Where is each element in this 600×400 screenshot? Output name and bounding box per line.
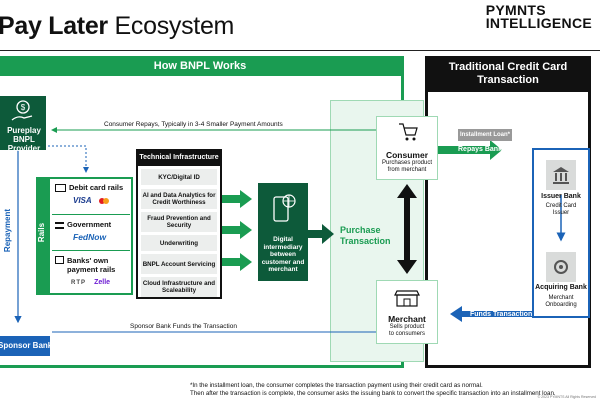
provider-rails-dotted	[33, 140, 89, 173]
funds-transaction-arrow	[450, 306, 532, 322]
acquiring-bank-sub2: Onboarding	[545, 302, 577, 308]
merchant-node: Merchant Sells product to consumers	[376, 280, 438, 344]
installment-loan-tag: Installment Loan*	[458, 129, 512, 141]
rail-debit-name: Debit card rails	[69, 183, 124, 192]
digital-intermediary-box: Digital intermediary between customer an…	[258, 183, 308, 281]
tech-item-underwriting: Underwriting	[141, 235, 217, 251]
phone-globe-icon	[273, 194, 296, 222]
bank-flow-frame	[532, 148, 590, 318]
copyright: © 2023 PYMNTS All Rights Reserved	[537, 395, 596, 399]
rails-tab	[36, 177, 50, 295]
issuer-bank-icon	[546, 160, 576, 190]
sponsor-bank-box: Sponsor Bank	[0, 336, 52, 356]
card-icon	[55, 184, 66, 193]
bank-building-icon	[55, 256, 64, 264]
rail-government-name: Government	[67, 220, 112, 229]
tcc-header-line1: Traditional Credit Card	[448, 61, 568, 73]
page-title: Pay Later Ecosystem	[0, 12, 234, 41]
digital-line3: between	[269, 251, 296, 258]
issuer-bank-title: Issuer Bank	[541, 193, 581, 200]
tech-item-fraud: Fraud Prevention and Security	[141, 212, 217, 232]
merchant-title: Merchant	[388, 314, 426, 324]
purchase-line2: Transaction	[340, 236, 391, 246]
tech-item-cloud: Cloud Infrastructure and Scaleability	[141, 277, 217, 297]
rail-government: Government FedNow	[55, 220, 131, 242]
sponsor-funds-label: Sponsor Bank Funds the Transaction	[130, 323, 237, 330]
repays-bank-arrow	[438, 140, 502, 160]
visa-logo: VISA	[73, 196, 92, 206]
tech-item-kyc: KYC/Digital ID	[141, 169, 217, 185]
digital-line4: customer and	[261, 258, 305, 266]
footnote-line2: Then after the transaction is complete, …	[190, 390, 556, 397]
digital-line1: Digital	[273, 236, 293, 243]
rails-label: Rails	[37, 222, 47, 243]
tech-item-ai: AI and Data Analytics for Credit Worthin…	[141, 189, 217, 209]
tech-item-servicing: BNPL Account Servicing	[141, 254, 217, 274]
rail-banks-name: Banks' own payment rails	[67, 256, 116, 274]
zelle-logo: Zelle	[94, 279, 111, 286]
storefront-icon	[394, 290, 420, 307]
repayment-label: Repayment	[3, 208, 13, 253]
provider-line1: Pureplay BNPL	[7, 126, 41, 144]
logo-line1: PYMNTS	[485, 2, 546, 18]
merchant-sub1: Sells product	[389, 324, 425, 330]
acquiring-bank-icon	[546, 252, 576, 282]
rail-banks: Banks' own payment rails RTP Zelle	[55, 256, 131, 288]
rails-divider-1	[52, 214, 130, 215]
fednow-logo: FedNow	[73, 232, 107, 242]
digital-intermediary-label: Digital intermediary between customer an…	[258, 236, 308, 274]
consumer-title: Consumer	[385, 150, 429, 160]
acquiring-bank-sub1: Merchant	[548, 295, 574, 301]
merchant-sub2: to consumers	[388, 331, 425, 337]
funds-transaction-label: Funds Transaction	[470, 311, 533, 318]
issuer-bank-sub2: Issuer	[552, 210, 570, 216]
dollar-hand-icon: $	[11, 100, 33, 121]
consumer-merchant-arrow	[397, 184, 417, 274]
repays-bank-label: Repays Bank	[458, 146, 502, 153]
logo-line2: INTELLIGENCE	[485, 15, 592, 31]
cart-icon	[399, 123, 418, 141]
bnpl-section-header: How BNPL Works	[0, 56, 404, 76]
bank-icon	[55, 221, 64, 229]
title-rest: Ecosystem	[107, 12, 235, 40]
consumer-sub1: Purchases product	[381, 160, 433, 166]
bnpl-provider-box: $	[0, 96, 46, 150]
mastercard-icon-2	[102, 198, 109, 205]
header-divider	[0, 50, 600, 51]
svg-text:$: $	[21, 103, 26, 112]
tcc-header-line2: Transaction	[477, 74, 539, 86]
rails-divider-2	[52, 250, 130, 251]
title-bold: Pay Later	[0, 12, 108, 40]
rtp-logo: RTP	[71, 280, 86, 286]
consumer-repays-label: Consumer Repays, Typically in 3-4 Smalle…	[104, 121, 283, 128]
acquiring-bank-title: Acquiring Bank	[535, 284, 587, 291]
footnote: *In the installment loan, the consumer c…	[190, 382, 556, 398]
purchase-line1: Purchase	[340, 225, 381, 235]
footnote-line1: *In the installment loan, the consumer c…	[190, 382, 483, 389]
rail-debit: Debit card rails VISA	[55, 183, 131, 205]
rails-box	[36, 177, 133, 295]
provider-line2: Provider	[7, 144, 41, 153]
mastercard-icon	[98, 198, 105, 205]
issuer-bank-sub1: Credit Card	[545, 203, 577, 209]
tech-infrastructure-title: Technical Infrastructure	[136, 149, 222, 166]
digital-line5: merchant	[268, 266, 298, 273]
tech-to-digital-arrows	[222, 190, 252, 271]
digital-to-purchase-arrow	[308, 224, 334, 244]
consumer-node: Consumer Purchases product from merchant	[376, 116, 438, 180]
consumer-sub2: from merchant	[387, 167, 427, 173]
digital-line2: intermediary	[263, 243, 303, 251]
